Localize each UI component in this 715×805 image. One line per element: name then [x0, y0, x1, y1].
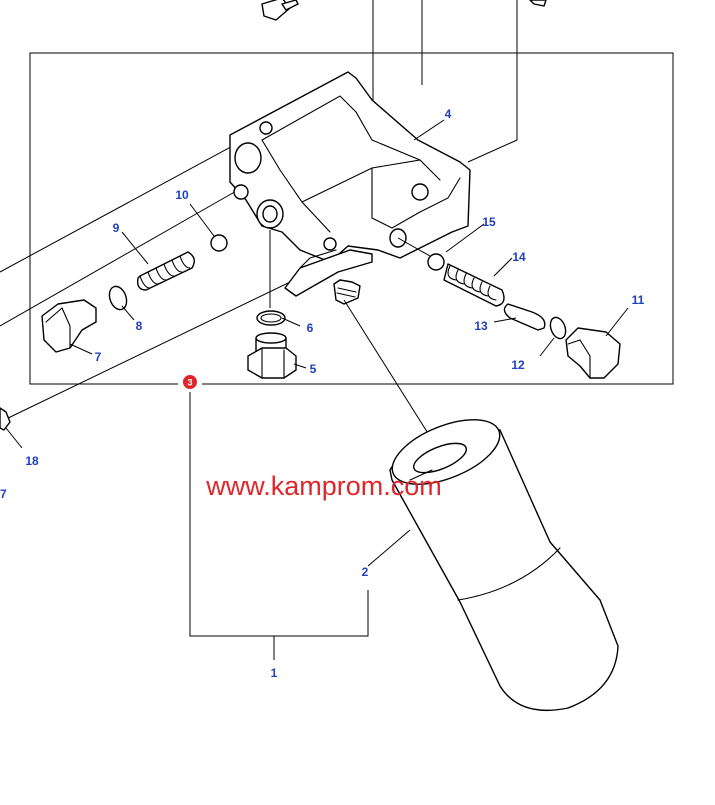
ball-15 — [397, 237, 445, 271]
oring-6 — [256, 230, 286, 326]
spring-14 — [443, 263, 505, 307]
callout-12: 12 — [511, 358, 525, 372]
callout-5: 5 — [310, 362, 317, 376]
callout-7: 7 — [95, 350, 102, 364]
ball-10 — [210, 234, 228, 252]
callout-18: 18 — [25, 454, 39, 468]
watermark[interactable]: www.kamprom.com — [205, 471, 442, 501]
callout-9: 9 — [113, 221, 120, 235]
oring-12 — [549, 316, 567, 340]
callout-8: 8 — [136, 319, 143, 333]
callout-15: 15 — [482, 215, 496, 229]
valve-13 — [503, 303, 546, 331]
plug-18 — [0, 407, 11, 431]
reference-badge: 3 — [183, 375, 197, 389]
plug-5 — [247, 332, 297, 379]
callout-6: 6 — [307, 321, 314, 335]
callout-labels: 4 10 9 15 14 11 8 6 13 7 12 5 18 7 2 1 — [0, 107, 645, 680]
plug-7 — [41, 299, 97, 353]
oring-8 — [108, 285, 128, 311]
callout-4: 4 — [445, 107, 452, 121]
reference-badge-label: 3 — [187, 378, 192, 388]
spring-9 — [136, 251, 195, 291]
callout-11: 11 — [632, 293, 645, 307]
top-bolt — [261, 0, 547, 21]
callout-2: 2 — [362, 565, 369, 579]
plug-11 — [565, 327, 621, 379]
filter-element — [343, 299, 619, 712]
assembly-frame — [29, 52, 674, 385]
callout-17-partial: 7 — [0, 487, 7, 501]
callout-10: 10 — [175, 188, 189, 202]
callout-13: 13 — [474, 319, 488, 333]
filter-head-bracket — [229, 71, 471, 305]
callout-1: 1 — [271, 666, 278, 680]
external-leader-lines — [0, 0, 518, 421]
callout-14: 14 — [512, 250, 526, 264]
callout-leaders — [5, 119, 629, 660]
